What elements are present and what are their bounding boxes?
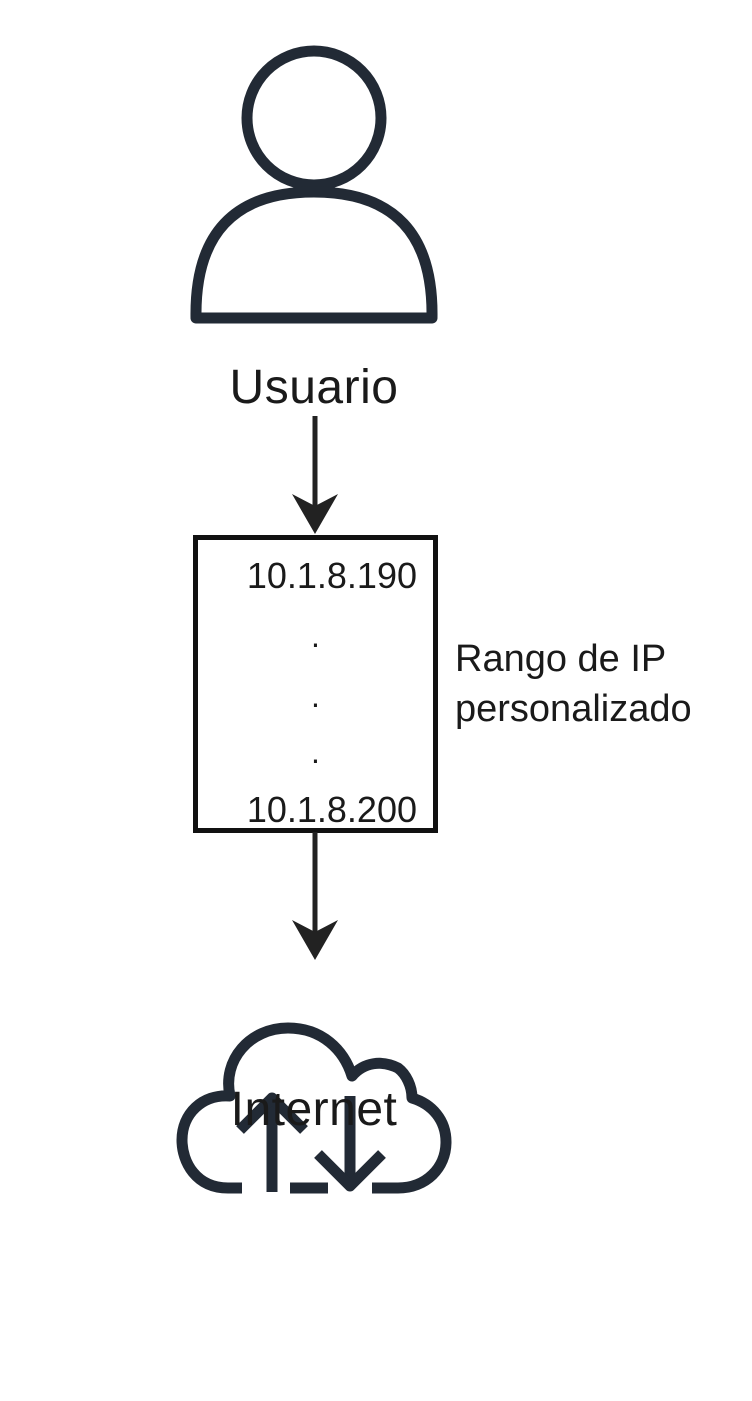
ip-range-caption: Rango de IP personalizado (455, 634, 751, 734)
ip-range-box: 10.1.8.190 . . . 10.1.8.200 (193, 535, 438, 833)
ip-range-ellipsis-dot: . (311, 734, 320, 770)
ip-range-start: 10.1.8.190 (246, 555, 417, 596)
ip-range-caption-line1: Rango de IP (455, 638, 667, 680)
ip-range-ellipsis-dot: . (311, 618, 320, 654)
arrow-user-to-range (292, 416, 338, 534)
ip-range-end: 10.1.8.200 (246, 789, 417, 830)
cloud-upload-download-icon (176, 1022, 452, 1194)
arrow-range-to-internet (292, 832, 338, 960)
ip-range-ellipsis-dot: . (311, 678, 320, 714)
ip-range-caption-line2: personalizado (455, 688, 692, 730)
user-label: Usuario (229, 361, 399, 414)
internet-label: Internet (230, 1083, 398, 1136)
user-icon (190, 45, 438, 324)
